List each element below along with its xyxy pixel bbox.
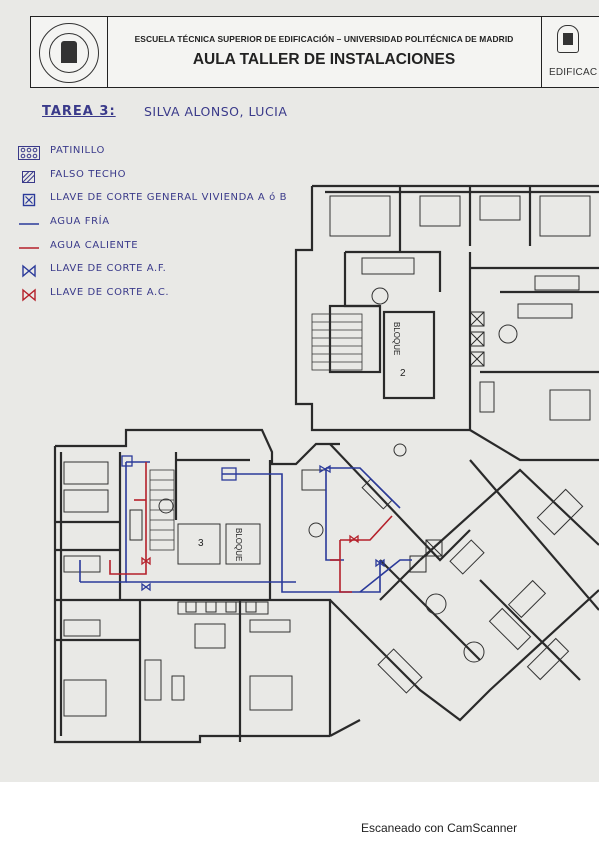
legend: PATINILLO FALSO TECHO LLAVE DE CORTE GEN…	[16, 142, 306, 308]
block-label-2: BLOQUE	[392, 322, 401, 355]
hot-valve-icon	[22, 288, 36, 302]
plan-walls	[53, 184, 599, 744]
stairs	[149, 313, 363, 551]
plan-fixtures	[63, 195, 591, 717]
school-name: ESCUELA TÉCNICA SUPERIOR DE EDIFICACIÓN …	[134, 34, 514, 44]
hot-water-network	[109, 462, 393, 593]
valve-symbols	[121, 455, 385, 592]
logo-text: EDIFICAC	[549, 67, 598, 78]
task-label: TAREA 3:	[42, 104, 116, 119]
general-valve-icon	[22, 194, 36, 207]
legend-label: PATINILLO	[50, 145, 105, 156]
legend-label: LLAVE DE CORTE A.C.	[50, 287, 170, 299]
school-logo-icon: EDIFICAC	[547, 23, 599, 83]
falso-techo-hatch-icon	[22, 170, 35, 183]
legend-item: LLAVE DE CORTE A.C.	[16, 284, 306, 306]
block-number-2: 2	[400, 368, 406, 379]
scanner-watermark: Escaneado con CamScanner	[361, 821, 518, 835]
patinillo-icon	[18, 146, 40, 160]
drawing-sheet: ESCUELA TÉCNICA SUPERIOR DE EDIFICACIÓN …	[0, 0, 599, 782]
legend-item: PATINILLO	[16, 142, 306, 164]
student-name: SILVA ALONSO, LUCIA	[144, 104, 288, 119]
block-label-3: BLOQUE	[234, 528, 243, 561]
title-block: ESCUELA TÉCNICA SUPERIOR DE EDIFICACIÓN …	[30, 16, 599, 88]
university-seal-icon	[39, 23, 99, 83]
floor-plan: BLOQUE 2 BLOQUE 3	[53, 184, 599, 744]
legend-label: LLAVE DE CORTE A.F.	[50, 263, 167, 275]
hot-water-line-icon	[19, 246, 39, 249]
legend-item: AGUA FRÍA	[16, 213, 306, 235]
legend-item: AGUA CALIENTE	[16, 237, 306, 259]
divider	[107, 17, 108, 87]
legend-item: FALSO TECHO	[16, 166, 306, 188]
legend-label: AGUA FRÍA	[50, 216, 110, 228]
block-labels: BLOQUE 2 BLOQUE 3	[198, 322, 406, 561]
divider	[541, 17, 542, 87]
sheet-title: AULA TALLER DE INSTALACIONES	[192, 51, 456, 68]
block-number-3: 3	[198, 538, 204, 549]
legend-label: FALSO TECHO	[50, 168, 127, 180]
cold-valve-icon	[22, 264, 36, 278]
legend-item: LLAVE DE CORTE A.F.	[16, 260, 306, 282]
patinillo-symbols	[129, 311, 485, 613]
legend-label: AGUA CALIENTE	[50, 239, 139, 251]
legend-item: LLAVE DE CORTE GENERAL VIVIENDA A ó B	[16, 189, 306, 211]
legend-label: LLAVE DE CORTE GENERAL VIVIENDA A ó B	[50, 192, 288, 204]
cold-water-line-icon	[19, 223, 39, 225]
